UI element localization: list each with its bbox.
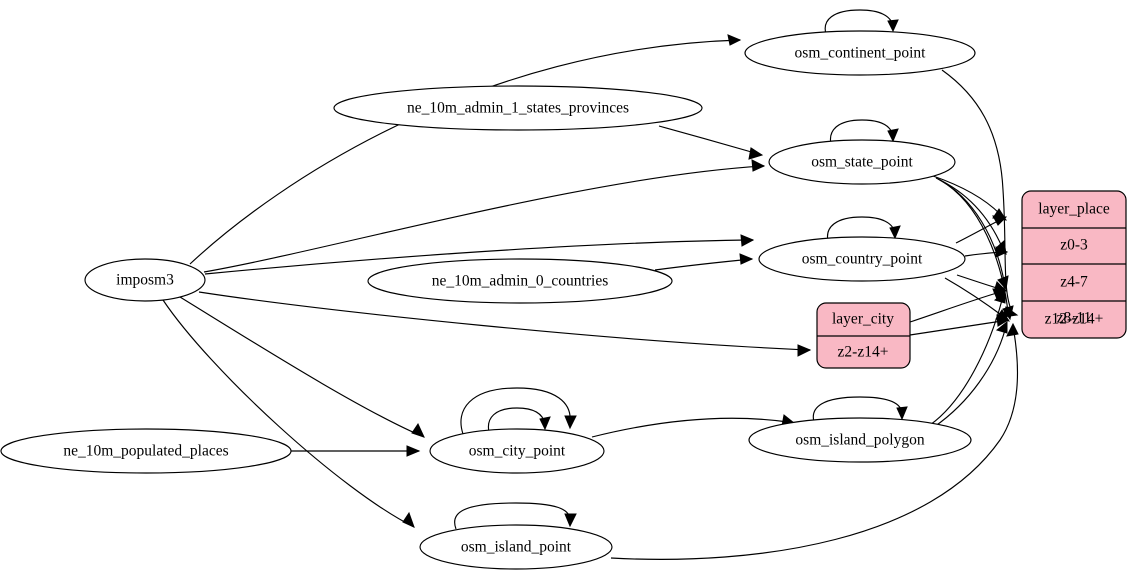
record-layer-city-title: layer_city [832,311,894,328]
node-osm-continent-point[interactable]: osm_continent_point [744,30,976,76]
node-ne-10m-populated-places[interactable]: ne_10m_populated_places [0,428,292,474]
node-ne-10m-admin-1-states-provinces[interactable]: ne_10m_admin_1_states_provinces [333,85,703,131]
record-layer-place-row-z4-7[interactable]: z4-7 [1060,274,1088,291]
node-osm-state-point[interactable]: osm_state_point [768,139,956,185]
node-ne-countries-label: ne_10m_admin_0_countries [432,273,609,290]
record-layer-place-row-z8-11[interactable]: z8-11 [1057,310,1092,327]
node-osm-island-point-label: osm_island_point [461,539,572,556]
node-osm-country-point-label: osm_country_point [802,251,923,268]
edge-osm-country-point-to-layer-place-z0 [955,215,1008,244]
edge-osm-island-polygon-to-layer-place-z8 [929,290,1006,426]
node-ne-populated-label: ne_10m_populated_places [63,443,228,460]
edge-osm-island-point-to-layer-place-z12 [610,322,1019,560]
edge-imposm3-to-osm-island-point [162,299,415,528]
edge-self-loop-osm-country-point [826,216,901,242]
edge-self-loop-osm-city-point-inner [487,407,551,433]
edge-layer-city-to-layer-place-z8 [909,288,1008,323]
edge-imposm3-to-layer-city [198,291,812,357]
record-layer-place-bottom-row[interactable]: z12-z14+ [1045,311,1104,328]
record-layer-city-row-z2-z14[interactable]: z2-z14+ [838,344,889,361]
edge-ne-states-to-osm-state-point [658,125,764,160]
record-node-layer-place[interactable]: layer_place z0-3 z4-7 z8-11 [1021,190,1127,339]
edge-imposm3-to-osm-state-point [203,159,766,273]
node-osm-island-polygon[interactable]: osm_island_polygon [748,417,972,463]
node-ne-states-label: ne_10m_admin_1_states_provinces [407,100,629,117]
node-osm-state-point-label: osm_state_point [811,154,913,171]
record-node-layer-city[interactable]: layer_city z2-z14+ [816,302,911,369]
node-imposm3[interactable]: imposm3 [84,258,206,302]
node-osm-continent-point-label: osm_continent_point [795,45,927,62]
edges-layer [162,9,1019,560]
edge-ne-countries-to-osm-country-point [654,253,754,271]
edge-imposm3-to-osm-continent-point [189,34,742,265]
edge-ne-populated-to-osm-city-point [291,445,421,457]
edge-imposm3-to-osm-country-point [204,234,755,275]
edge-layer-city-to-layer-place-z12 [909,314,1010,336]
node-osm-city-point-label: osm_city_point [469,443,566,460]
node-imposm3-label: imposm3 [116,272,174,289]
node-osm-country-point[interactable]: osm_country_point [758,236,966,282]
edge-osm-island-polygon-to-layer-place-z12 [933,320,1008,428]
node-ne-10m-admin-0-countries[interactable]: ne_10m_admin_0_countries [367,258,673,304]
edge-self-loop-osm-city-point-outer [460,387,577,435]
record-layer-place-row-z0-3[interactable]: z0-3 [1060,237,1088,254]
edge-osm-country-point-to-layer-place-z4 [964,246,1009,258]
nodes-layer: imposm3 ne_10m_admin_1_states_provinces … [0,30,976,570]
edge-imposm3-to-osm-city-point [179,296,425,438]
node-osm-island-polygon-label: osm_island_polygon [795,432,924,449]
edge-self-loop-osm-island-point [454,502,577,530]
node-osm-island-point[interactable]: osm_island_point [419,524,613,570]
record-layer-place-title: layer_place [1038,201,1110,218]
record-nodes-layer: layer_place z0-3 z4-7 z8-11 layer_city z… [816,190,1127,369]
edge-self-loop-osm-continent-point [824,9,899,35]
node-osm-city-point[interactable]: osm_city_point [429,428,605,474]
edge-self-loop-osm-island-polygon [812,396,908,423]
edge-self-loop-osm-state-point [829,119,899,145]
